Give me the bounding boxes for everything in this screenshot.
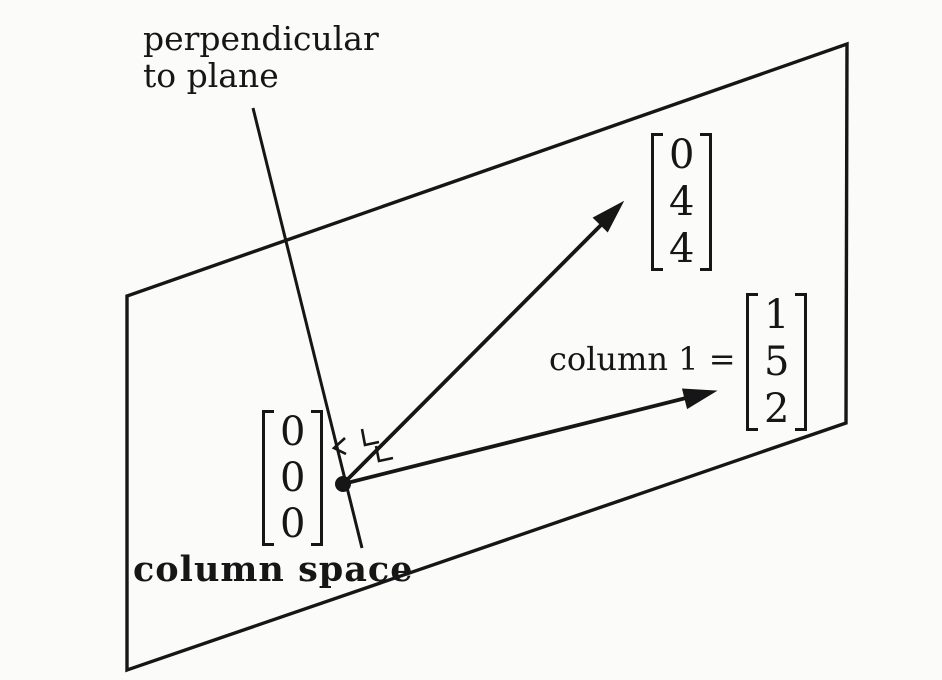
perpendicular-label-line1: perpendicular <box>143 19 379 58</box>
vector-044-entry-2: 4 <box>669 178 695 225</box>
right-bracket <box>795 293 808 431</box>
plane-outline <box>125 41 849 673</box>
vector-044-entry-3: 4 <box>669 225 695 272</box>
origin-entry-3: 0 <box>280 500 306 547</box>
origin-entry-2: 0 <box>280 454 306 501</box>
vector-arrow-044-head <box>592 200 625 233</box>
perpendicular-to-plane-label: perpendicular to plane <box>143 20 379 94</box>
right-angle-mark-chevron <box>331 437 347 456</box>
column1-equation-label: column 1 = <box>549 340 736 378</box>
right-angle-mark-lower <box>374 445 394 463</box>
right-angle-mark-upper <box>360 428 380 447</box>
column1-matrix: 1 5 2 <box>746 293 808 431</box>
perpendicular-line <box>251 107 364 549</box>
vector-arrow-column1-shaft <box>342 395 691 486</box>
origin-matrix: 0 0 0 <box>262 410 324 546</box>
column1-entry-1: 1 <box>764 292 790 338</box>
vector-044-values: 0 4 4 <box>663 133 700 271</box>
origin-entry-1: 0 <box>280 409 306 455</box>
left-bracket <box>746 293 758 431</box>
right-bracket <box>311 410 324 546</box>
column-space-label: column space <box>133 549 414 590</box>
origin-dot <box>335 476 351 492</box>
column1-entry-3: 2 <box>764 385 790 432</box>
origin-values: 0 0 0 <box>274 410 311 546</box>
right-bracket <box>700 133 713 271</box>
left-bracket <box>262 410 274 546</box>
vector-044-entry-1: 0 <box>669 132 695 178</box>
column1-entry-2: 5 <box>764 338 790 385</box>
perpendicular-label-line2: to plane <box>143 56 279 95</box>
vector-arrow-column1-head <box>681 388 718 410</box>
column1-values: 1 5 2 <box>758 293 795 431</box>
left-bracket <box>651 133 663 271</box>
vector-arrow-044-shaft <box>341 219 607 486</box>
vector-044-matrix: 0 4 4 <box>651 133 713 271</box>
